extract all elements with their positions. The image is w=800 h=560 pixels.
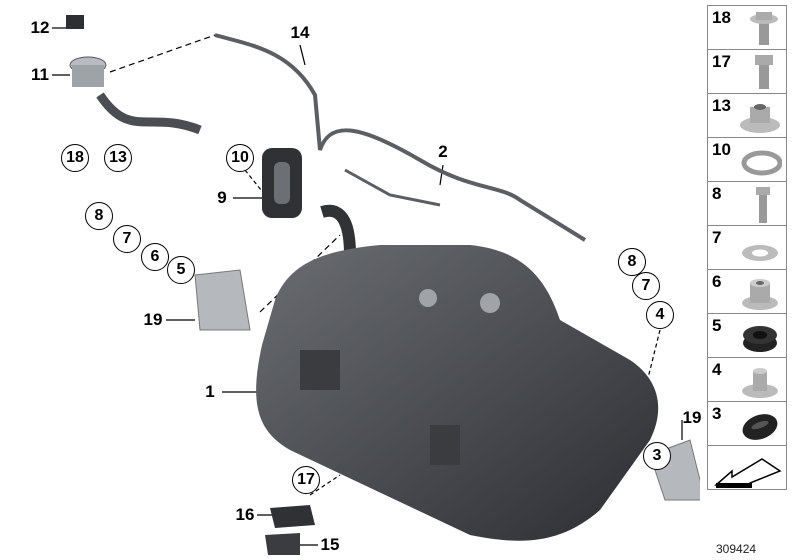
callout-13: 13 <box>104 144 132 172</box>
callout-1: 1 <box>205 382 215 401</box>
diagram-reference-number: 309424 <box>716 542 757 556</box>
bolt-icon <box>755 55 773 89</box>
part-box-10: 10 <box>707 137 787 181</box>
part-box-4: 4 <box>707 357 787 401</box>
small-parts-column: 18 17 13 10 8 7 6 5 4 3 <box>707 5 787 490</box>
part-box-3: 3 <box>707 401 787 445</box>
callout-2: 2 <box>438 142 448 161</box>
rubber-grommet-icon <box>743 326 777 352</box>
hose-clamp-icon <box>741 150 782 176</box>
callout-14: 14 <box>290 23 310 42</box>
callout-4: 4 <box>646 301 674 329</box>
flange-nut-icon <box>740 104 780 133</box>
callout-6: 6 <box>141 243 169 271</box>
callout-19-left: 19 <box>143 310 163 329</box>
callout-17: 17 <box>292 466 320 494</box>
callout-5: 5 <box>167 256 195 284</box>
callout-10: 10 <box>226 144 254 172</box>
bolt-flange-icon <box>750 12 778 45</box>
bushing-icon <box>742 368 778 398</box>
spacer-bushing-icon <box>742 279 778 310</box>
callout-16: 16 <box>235 505 255 524</box>
part-box-8: 8 <box>707 181 787 225</box>
callout-15: 15 <box>320 535 340 554</box>
callout-19-right: 19 <box>682 408 702 427</box>
callout-8-left: 8 <box>85 202 113 230</box>
callout-8-right: 8 <box>618 248 646 276</box>
callout-18: 18 <box>61 144 89 172</box>
callout-3: 3 <box>643 442 671 470</box>
direction-arrow-box <box>707 445 787 490</box>
fuel-tank <box>256 245 659 541</box>
part-box-5: 5 <box>707 313 787 357</box>
callout-7-left: 7 <box>113 225 141 253</box>
hex-bolt-icon <box>756 187 770 223</box>
forward-arrow-icon <box>714 458 782 488</box>
fuel-cap <box>66 15 84 29</box>
part-box-18: 18 <box>707 5 787 49</box>
washer-icon <box>742 245 778 261</box>
callout-11: 11 <box>31 65 49 84</box>
callout-12: 12 <box>30 18 50 37</box>
callout-9: 9 <box>217 188 227 207</box>
part-box-7: 7 <box>707 225 787 269</box>
part-box-17: 17 <box>707 49 787 93</box>
callout-7-right: 7 <box>632 272 660 300</box>
oval-grommet-icon <box>742 414 778 440</box>
part-box-6: 6 <box>707 269 787 313</box>
fuel-tank-illustration <box>52 15 700 555</box>
part-box-13: 13 <box>707 93 787 137</box>
